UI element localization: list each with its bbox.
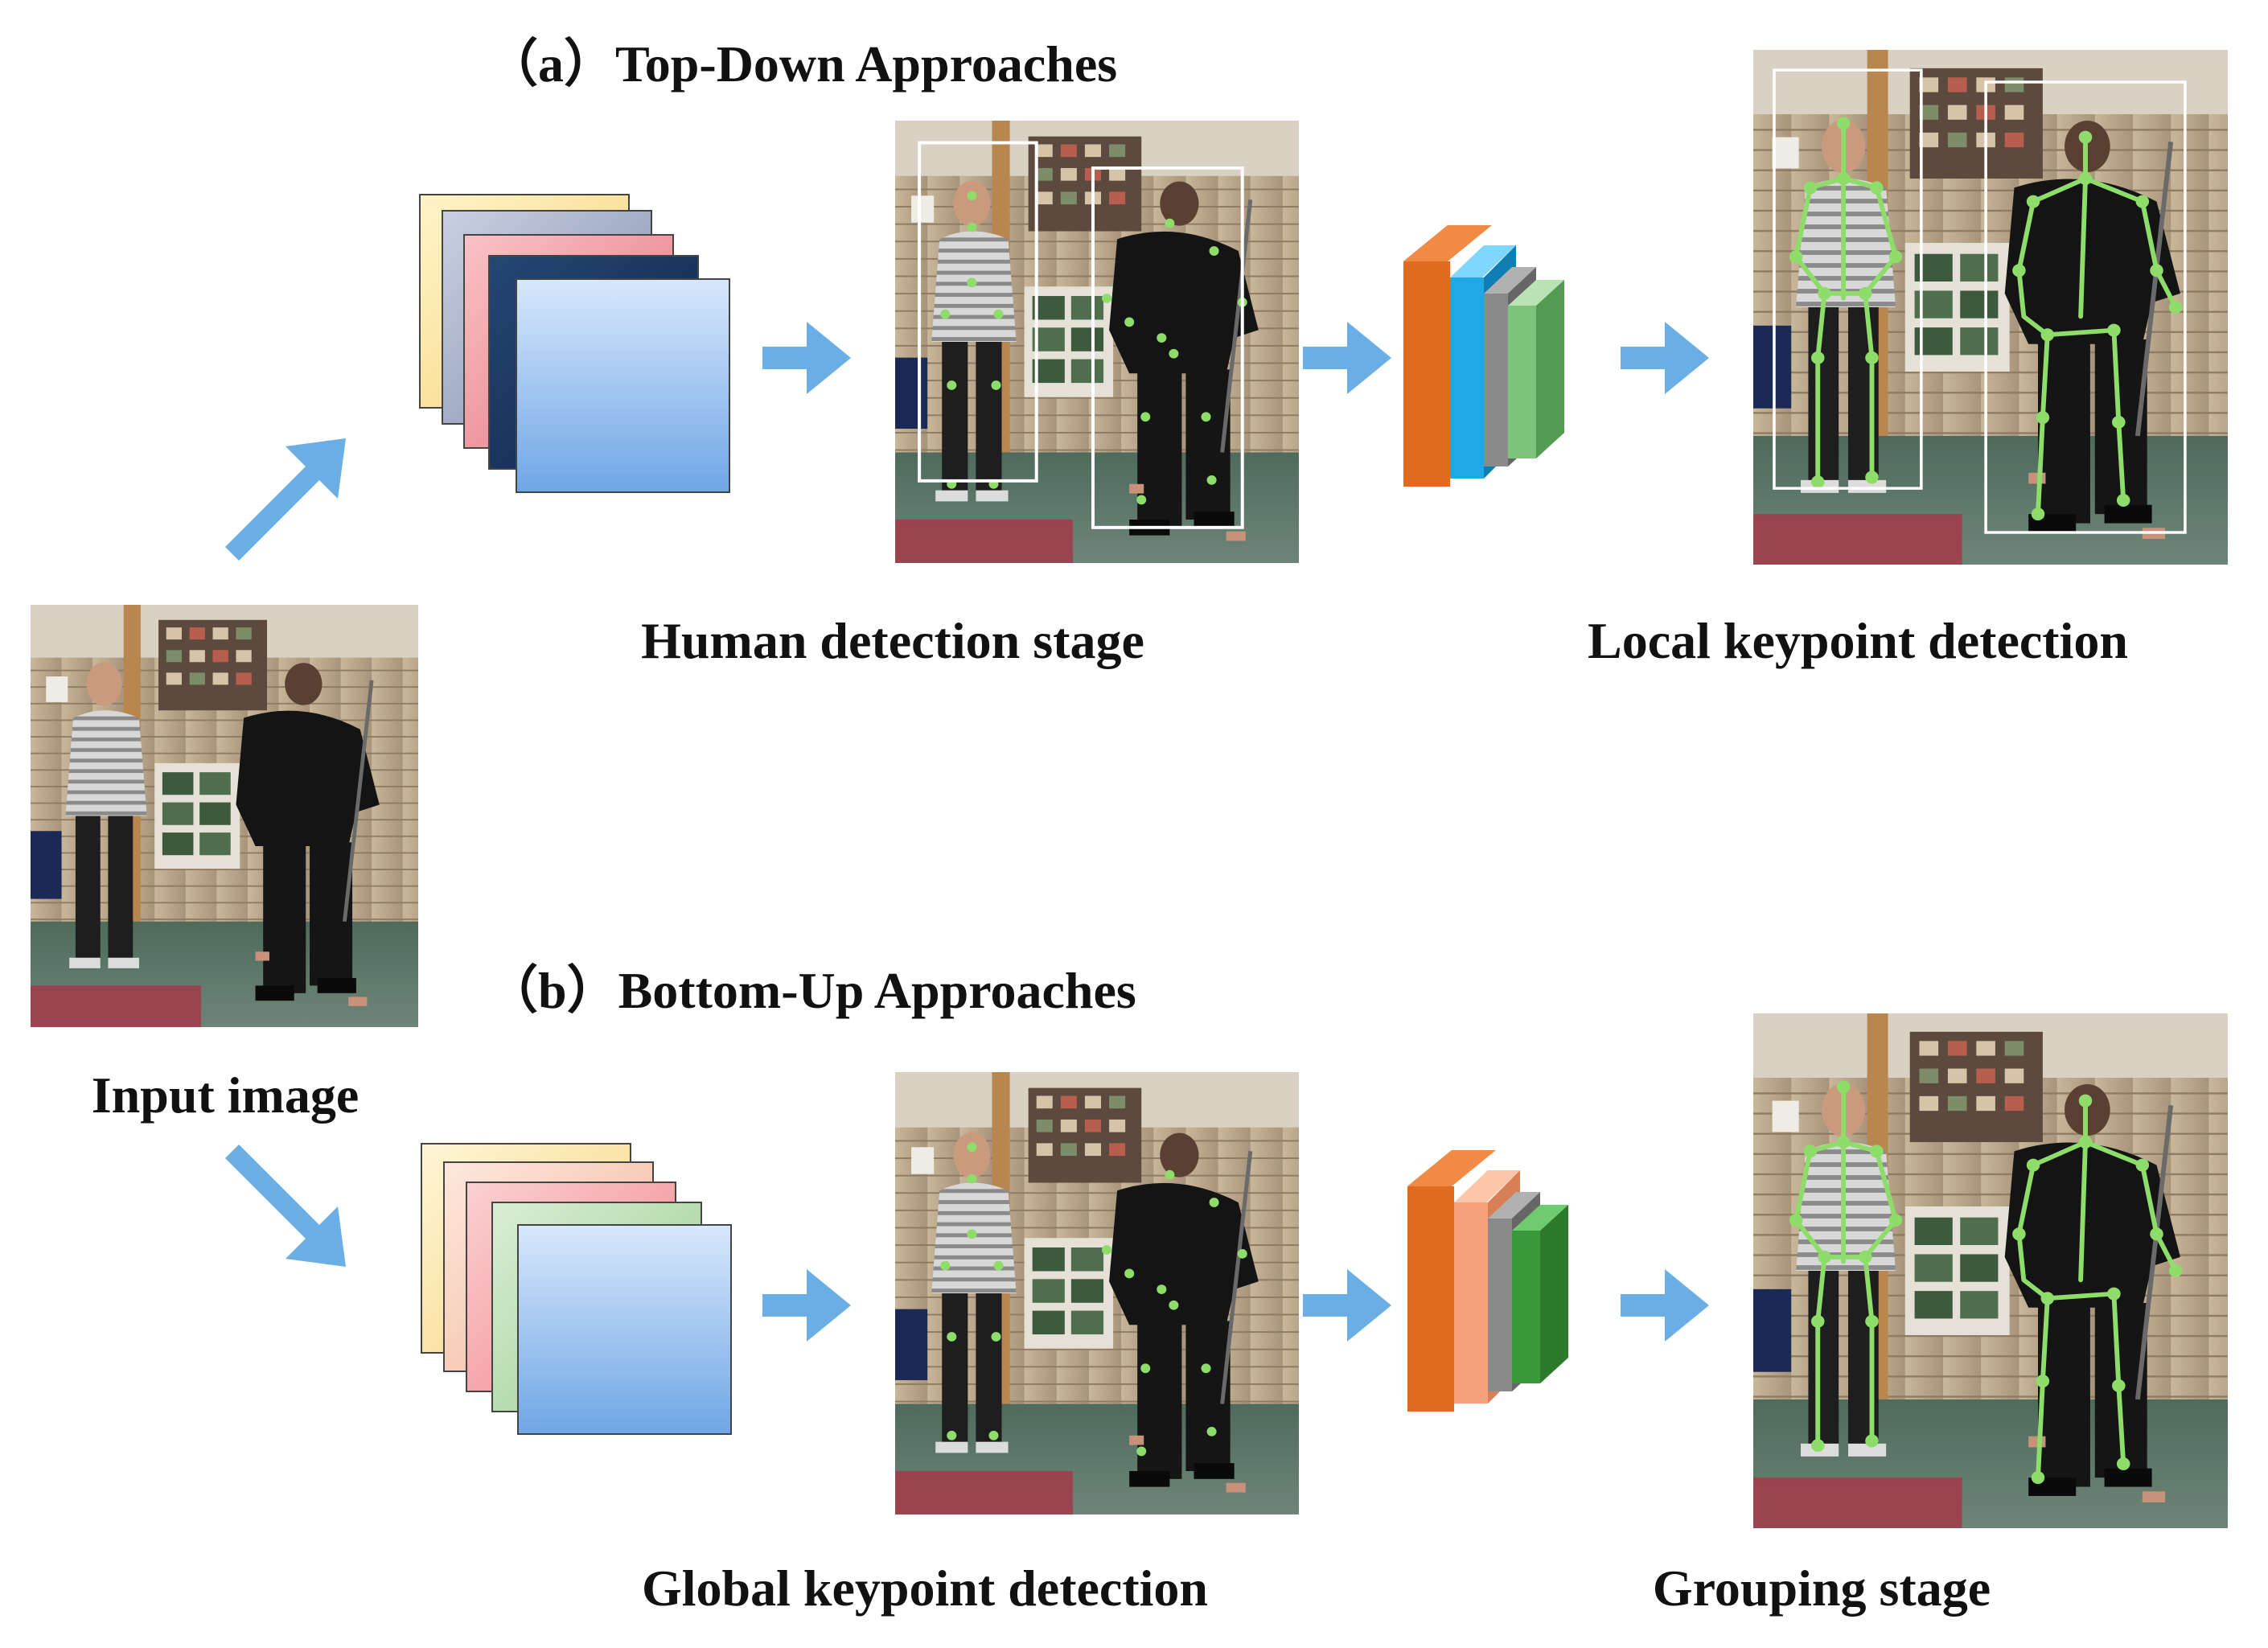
arrow-up-right-icon xyxy=(217,434,350,563)
human-detection-caption: Human detection stage xyxy=(641,612,1144,669)
top-network-blocks xyxy=(1403,217,1588,495)
input-image-caption: Input image xyxy=(91,1066,360,1124)
global-keypoint-image xyxy=(895,1072,1299,1514)
input-image xyxy=(31,605,418,1027)
arrow-right-icon xyxy=(1621,1265,1721,1346)
bottom-feature-map-stack xyxy=(420,1142,738,1440)
grouping-image xyxy=(1753,1013,2228,1528)
arrow-right-icon xyxy=(1303,1265,1403,1346)
arrow-right-icon xyxy=(762,318,863,398)
bottom-network-blocks xyxy=(1407,1142,1592,1420)
bottom-up-title: （b）Bottom-Up Approaches xyxy=(487,962,1136,1019)
arrow-right-icon xyxy=(762,1265,863,1346)
human-detection-image xyxy=(895,121,1299,563)
top-down-title: （a）Top-Down Approaches xyxy=(487,35,1118,92)
local-keypoint-image xyxy=(1753,50,2228,565)
arrow-right-icon xyxy=(1621,318,1721,398)
global-keypoint-caption: Global keypoint detection xyxy=(641,1560,1209,1617)
grouping-caption: Grouping stage xyxy=(1652,1560,1991,1617)
local-keypoint-caption: Local keypoint detection xyxy=(1588,612,2128,669)
arrow-right-icon xyxy=(1303,318,1403,398)
top-feature-map-stack xyxy=(418,193,736,499)
arrow-down-right-icon xyxy=(217,1142,350,1271)
